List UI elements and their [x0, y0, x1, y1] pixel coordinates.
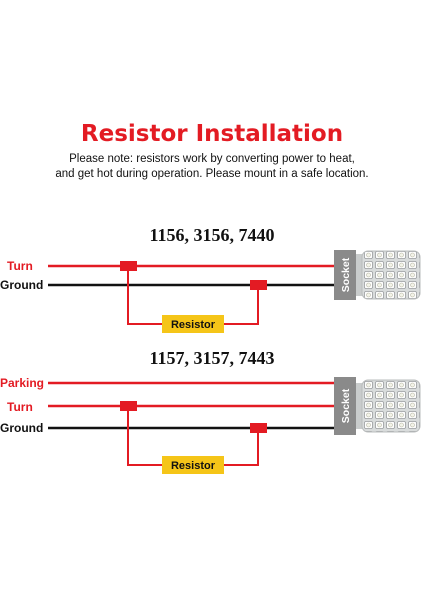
- bulb-base: [356, 383, 362, 429]
- wire-label-parking-2: Parking: [0, 376, 45, 390]
- socket-label: Socket: [340, 257, 352, 292]
- splice-connector: [120, 401, 137, 411]
- resistor: [162, 315, 224, 333]
- splice-connector: [120, 261, 137, 271]
- socket-label: Socket: [340, 388, 352, 423]
- wire-label-turn-2: Turn: [7, 400, 33, 414]
- led-bulb: [361, 250, 421, 300]
- diagram1: Resistor Socket: [48, 250, 421, 333]
- socket: [334, 250, 356, 300]
- note-line-1: Please note: resistors work by convertin…: [69, 153, 355, 165]
- page-title: Resistor Installation: [80, 121, 344, 147]
- led-bulb: [361, 379, 421, 433]
- bulb-base: [356, 254, 362, 296]
- wire-label-ground-2: Ground: [0, 421, 44, 435]
- wire-label-ground-1: Ground: [0, 278, 44, 292]
- wire-label-turn-1: Turn: [7, 259, 33, 273]
- resistor-label: Resistor: [171, 319, 216, 331]
- splice-connector: [250, 280, 267, 290]
- note-line-2: and get hot during operation. Please mou…: [55, 168, 369, 180]
- diagram1-heading: 1156, 3156, 7440: [149, 225, 275, 245]
- resistor: [162, 456, 224, 474]
- diagram2-heading: 1157, 3157, 7443: [149, 348, 275, 368]
- resistor-label: Resistor: [171, 460, 216, 472]
- socket: [334, 377, 356, 435]
- diagram2: Resistor Socket: [48, 377, 421, 474]
- splice-connector: [250, 423, 267, 433]
